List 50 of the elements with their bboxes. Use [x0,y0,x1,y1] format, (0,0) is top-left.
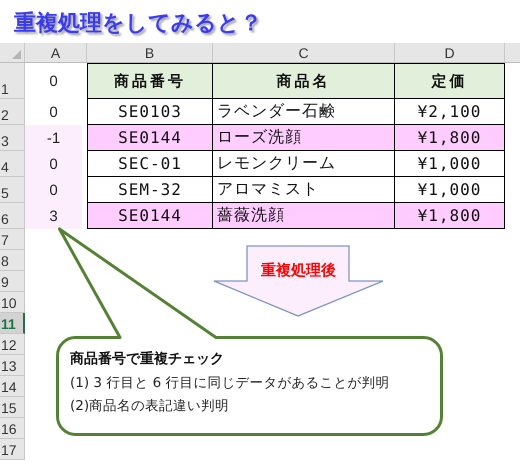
table-cell: ラベンダー石鹸 [213,99,395,125]
row-number: 2 [0,99,25,125]
table-cell: SE0103 [87,99,213,125]
row-number: 4 [0,151,25,177]
spreadsheet-cell: 0 [25,151,82,177]
spreadsheet-cell: 0 [25,177,82,203]
column-header: B [87,43,213,63]
callout-text: (1) 3 行目と 6 行目に同じデータがあることが判明 [70,374,390,392]
row-number: 1 [0,63,25,99]
row-number: 15 [0,397,25,418]
spreadsheet-cell: 3 [25,203,82,229]
row-number: 13 [0,355,25,376]
row-number: 16 [0,418,25,439]
callout-text: (2)商品名の表記違い判明 [70,397,230,415]
table-cell: 薔薇洗顔 [213,203,395,229]
table-cell: アロマミスト [213,177,395,203]
column-header: A [25,43,87,63]
table-cell: ¥1,000 [395,151,505,177]
row-number: 11 [0,313,25,334]
column-header: C [213,43,395,63]
row-number: 5 [0,177,25,203]
table-cell: ¥1,800 [395,125,505,151]
table-cell: SE0144 [87,125,213,151]
row-number: 12 [0,334,25,355]
table-cell: ¥2,100 [395,99,505,125]
row-number: 9 [0,271,25,292]
table-cell: SE0144 [87,203,213,229]
row-number: 14 [0,376,25,397]
table-cell: レモンクリーム [213,151,395,177]
title: 重複処理をしてみると？ [14,10,262,38]
table-cell: ¥1,800 [395,203,505,229]
spreadsheet-cell: -1 [25,125,82,151]
row-number: 6 [0,203,25,229]
table-cell: ローズ洗顔 [213,125,395,151]
row-number: 10 [0,292,25,313]
row-number: 8 [0,250,25,271]
down-block-arrow: 重複処理後 [213,245,384,317]
callout-pointer [58,228,218,339]
table-cell: SEM-32 [87,177,213,203]
row-number: 3 [0,125,25,151]
table-header-cell: 商品番号 [87,63,213,99]
row-number: 17 [0,439,25,460]
row-number: 7 [0,229,25,250]
column-header: D [395,43,505,63]
table-cell: SEC-01 [87,151,213,177]
callout-box [56,336,443,436]
table-cell: ¥1,000 [395,177,505,203]
table-header-cell: 商品名 [213,63,395,99]
table-header-cell: 定価 [395,63,505,99]
callout-heading: 商品番号で重複チェック [70,350,225,368]
